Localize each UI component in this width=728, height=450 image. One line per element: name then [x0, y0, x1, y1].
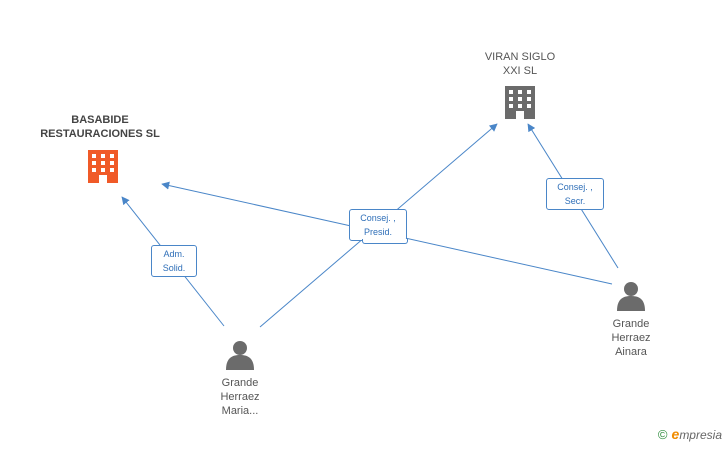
person-icon[interactable]	[617, 282, 645, 311]
node-label-basabide[interactable]: BASABIDE RESTAURACIONES SL	[40, 114, 160, 140]
building-icon[interactable]	[505, 86, 535, 119]
brand-e: e	[671, 426, 680, 442]
brand-name: mpresia	[679, 428, 722, 442]
node-label-maria[interactable]: Grande Herraez Maria...	[220, 377, 260, 417]
building-icon[interactable]	[88, 150, 118, 183]
empresia-logo: ©empresia	[658, 426, 722, 442]
edge-label-adm-solid[interactable]: Adm. Solid.	[151, 245, 197, 277]
node-label-viran[interactable]: VIRAN SIGLO XXI SL	[484, 51, 556, 77]
person-icon[interactable]	[226, 341, 254, 370]
node-label-ainara[interactable]: Grande Herraez Ainara	[611, 318, 651, 358]
edge-label-consej-secr[interactable]: Consej. , Secr.	[546, 178, 604, 210]
copyright-symbol: ©	[657, 427, 668, 442]
edge-label-consej-presid[interactable]: Consej. , Presid.	[349, 209, 408, 244]
